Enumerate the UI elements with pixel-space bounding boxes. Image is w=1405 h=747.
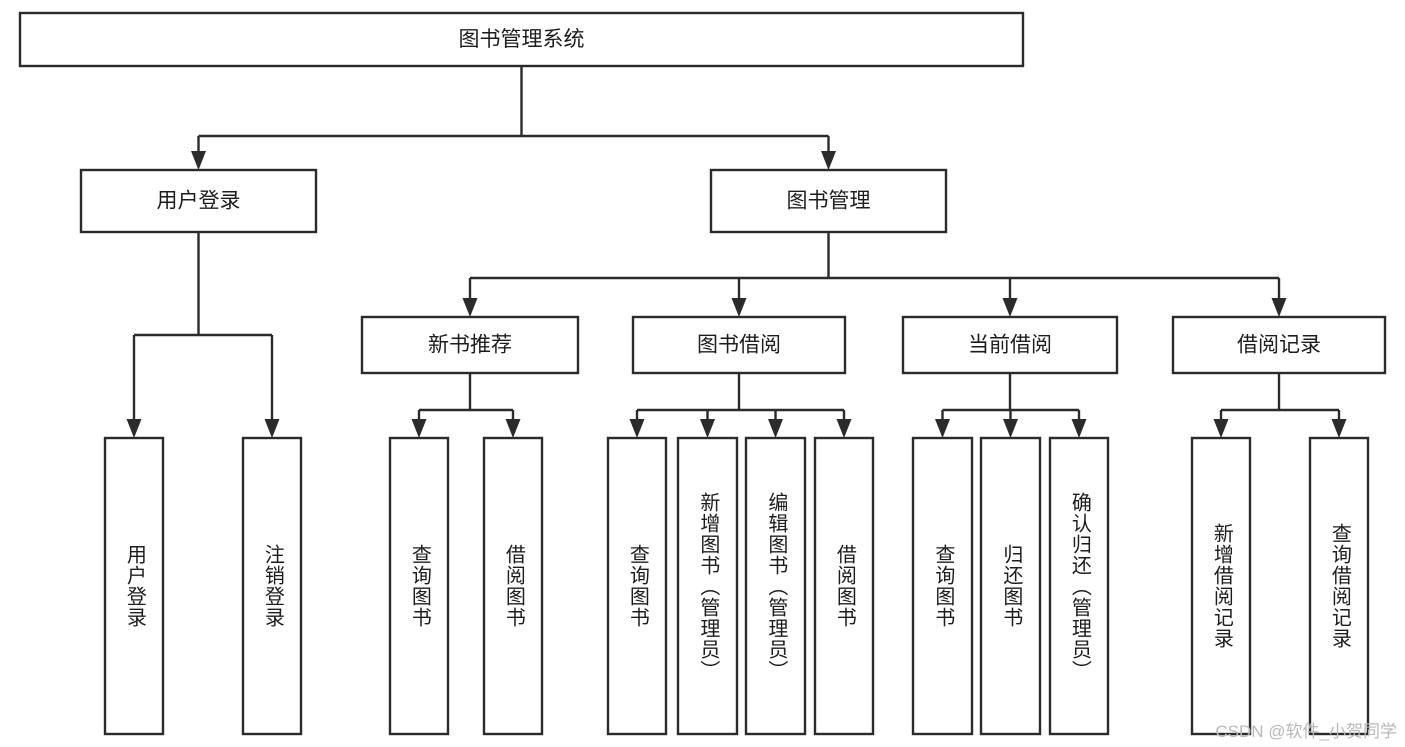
node-leaf-2[interactable] xyxy=(388,436,450,736)
box-layer xyxy=(18,11,1387,736)
arrowhead-level3-2 xyxy=(1002,298,1018,317)
node-level3-label-2: 当前借阅 xyxy=(968,334,1052,357)
node-level2-label-1: 图书管理 xyxy=(787,190,871,213)
node-level2-label-0: 用户登录 xyxy=(157,190,241,213)
node-leaf-0[interactable] xyxy=(103,436,165,736)
arrowhead-leaf-2-1 xyxy=(700,419,715,438)
node-leaf-6[interactable] xyxy=(744,436,807,736)
arrowhead-leaf-0-0 xyxy=(126,419,142,438)
node-level2-0[interactable] xyxy=(79,168,318,234)
connector-layer xyxy=(126,66,1347,438)
node-root[interactable] xyxy=(18,11,1025,68)
arrowhead-leaf-1-0 xyxy=(411,419,427,438)
arrowhead-leaf-4-0 xyxy=(1213,419,1229,438)
arrowhead-level2-0 xyxy=(191,151,206,170)
node-level3-2[interactable] xyxy=(901,315,1119,375)
arrowhead-leaf-3-2 xyxy=(1071,419,1087,438)
node-level3-label-0: 新书推荐 xyxy=(428,334,512,357)
node-leaf-9[interactable] xyxy=(979,436,1042,736)
node-leaf-12[interactable] xyxy=(1308,436,1370,736)
node-level3-label-1: 图书借阅 xyxy=(697,334,781,357)
node-level3-1[interactable] xyxy=(631,315,847,375)
node-leaf-8[interactable] xyxy=(911,436,974,736)
node-leaf-7[interactable] xyxy=(813,436,875,736)
node-leaf-11[interactable] xyxy=(1190,436,1252,736)
arrowhead-level3-0 xyxy=(462,298,478,317)
arrowhead-leaf-3-0 xyxy=(935,419,950,438)
arrowhead-leaf-4-1 xyxy=(1331,419,1347,438)
arrowhead-leaf-2-2 xyxy=(768,419,783,438)
arrowhead-leaf-0-1 xyxy=(264,419,280,438)
node-leaf-4[interactable] xyxy=(606,436,668,736)
arrowhead-leaf-1-1 xyxy=(505,419,521,438)
node-leaf-5[interactable] xyxy=(676,436,739,736)
node-leaf-3[interactable] xyxy=(482,436,544,736)
node-level3-0[interactable] xyxy=(360,315,580,375)
csdn-watermark: CSDN @软件_小贺同学 xyxy=(1215,722,1397,741)
arrowhead-leaf-2-0 xyxy=(629,419,645,438)
node-level3-3[interactable] xyxy=(1171,315,1387,375)
node-leaf-1[interactable] xyxy=(241,436,303,736)
node-root-label: 图书管理系统 xyxy=(459,28,585,51)
arrowhead-leaf-3-1 xyxy=(1003,419,1018,438)
node-level2-1[interactable] xyxy=(709,168,948,234)
node-leaf-10[interactable] xyxy=(1048,436,1110,736)
arrowhead-level3-1 xyxy=(731,298,747,317)
node-level3-label-3: 借阅记录 xyxy=(1237,334,1321,357)
arrowhead-level2-1 xyxy=(821,151,836,170)
arrowhead-leaf-2-3 xyxy=(836,419,852,438)
arrowhead-level3-3 xyxy=(1271,298,1287,317)
